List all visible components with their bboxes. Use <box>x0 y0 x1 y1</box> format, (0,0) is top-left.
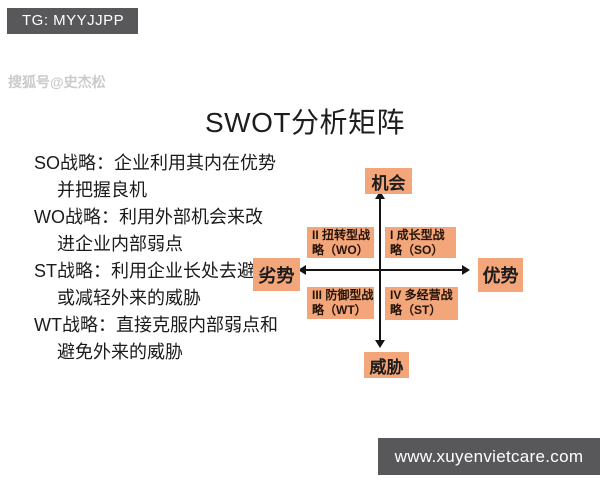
axis-arrow-left-icon <box>298 265 306 275</box>
quadrant-box-iii-wt: III 防御型战 略（WT） <box>307 287 374 319</box>
strategy-wo: WO战略：利用外部机会来改 进企业内部弱点 <box>34 204 284 258</box>
quadrant-iii-line2: 略（WT） <box>312 303 367 317</box>
strategy-so: SO战略：企业利用其内在优势 并把握良机 <box>34 150 284 204</box>
quadrant-i-line1: I 成长型战 <box>390 228 445 242</box>
strategy-wt-line1: WT战略：直接克服内部弱点和 <box>34 315 278 335</box>
axis-label-strength: 优势 <box>478 258 523 292</box>
quadrant-iii-line1: III 防御型战 <box>312 288 374 302</box>
axis-label-weakness: 劣势 <box>253 258 300 291</box>
strategy-wo-line2: 进企业内部弱点 <box>57 234 183 254</box>
strategy-list: SO战略：企业利用其内在优势 并把握良机 WO战略：利用外部机会来改 进企业内部… <box>34 150 284 366</box>
strategy-wo-line1: WO战略：利用外部机会来改 <box>34 207 263 227</box>
axis-label-threat: 威胁 <box>364 352 409 378</box>
axis-arrow-down-icon <box>375 340 385 348</box>
matrix-horizontal-axis <box>304 269 466 271</box>
quadrant-box-ii-wo: II 扭转型战 略（WO） <box>307 227 374 258</box>
page-title: SWOT分析矩阵 <box>205 107 405 138</box>
strategy-so-line2: 并把握良机 <box>57 180 147 200</box>
quadrant-iv-line1: IV 多经营战 <box>390 288 453 302</box>
quadrant-ii-line2: 略（WO） <box>312 243 369 257</box>
strategy-st-line2: 或减轻外来的威胁 <box>57 288 201 308</box>
watermark-text: 搜狐号@史杰松 <box>8 74 106 90</box>
strategy-st: ST战略：利用企业长处去避免 或减轻外来的威胁 <box>34 258 284 312</box>
strategy-wt: WT战略：直接克服内部弱点和 避免外来的威胁 <box>34 312 284 366</box>
quadrant-i-line2: 略（SO） <box>390 243 444 257</box>
strategy-wt-line2: 避免外来的威胁 <box>57 342 183 362</box>
axis-label-opportunity: 机会 <box>365 168 412 194</box>
footer-url-bar: www.xuyenvietcare.com <box>378 438 600 475</box>
quadrant-iv-line2: 略（ST） <box>390 303 442 317</box>
strategy-so-line1: SO战略：企业利用其内在优势 <box>34 153 277 173</box>
tg-badge: TG: MYYJJPP <box>7 8 138 34</box>
strategy-st-line1: ST战略：利用企业长处去避免 <box>34 261 273 281</box>
quadrant-box-iv-st: IV 多经营战 略（ST） <box>385 287 458 320</box>
axis-arrow-right-icon <box>462 265 470 275</box>
axis-arrow-up-icon <box>375 191 385 199</box>
quadrant-ii-line1: II 扭转型战 <box>312 228 371 242</box>
quadrant-box-i-so: I 成长型战 略（SO） <box>385 227 456 258</box>
